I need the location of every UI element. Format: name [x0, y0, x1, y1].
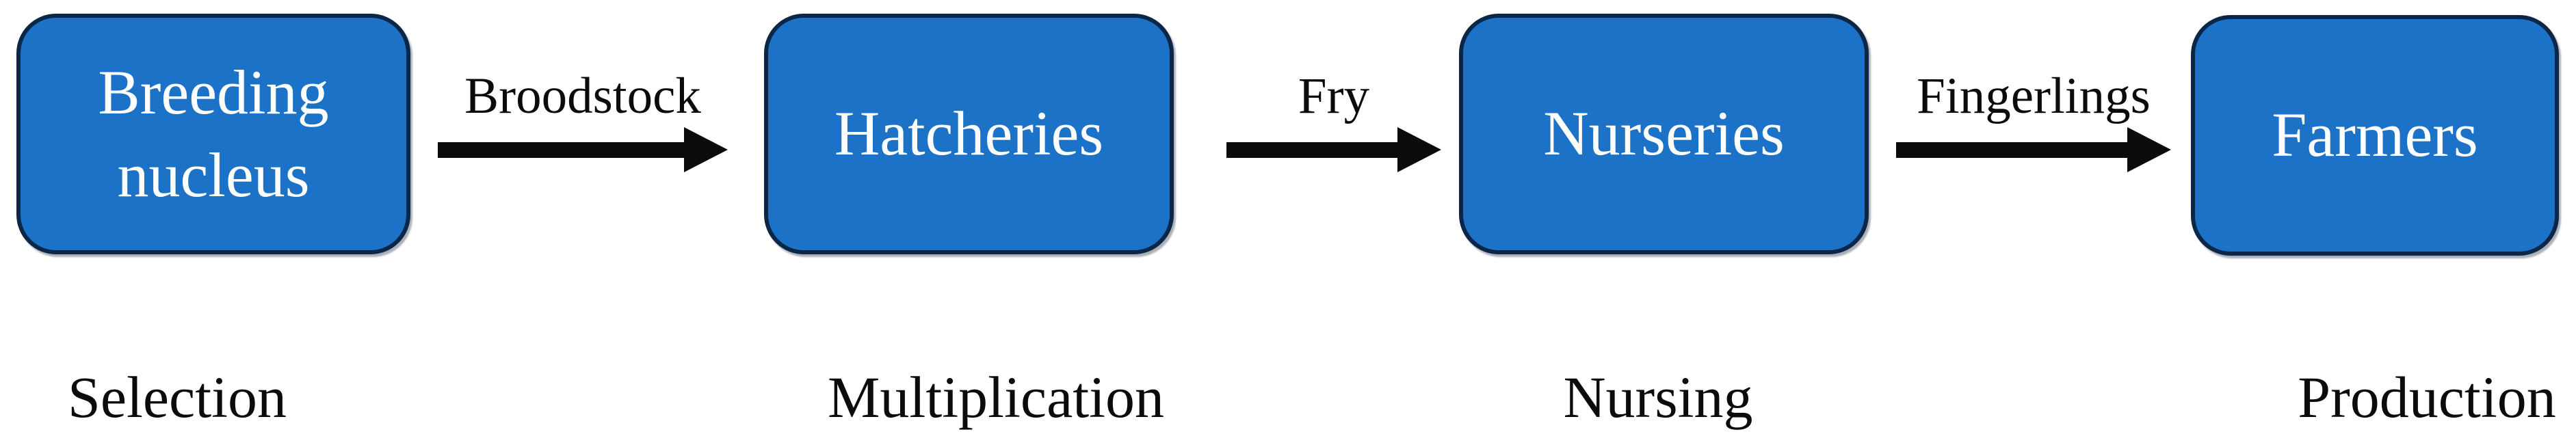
- stage-label-production: Production: [2298, 364, 2556, 430]
- arrow-label-fry: Fry: [1298, 68, 1370, 124]
- right-arrow-icon: [1896, 127, 2171, 172]
- stage-label-nursing: Nursing: [1563, 364, 1753, 430]
- arrow-shaft: [1226, 141, 1397, 158]
- node-farmers: Farmers: [2191, 15, 2559, 256]
- node-label: Nurseries: [1543, 98, 1785, 169]
- arrow-head: [1397, 127, 1441, 172]
- node-nurseries: Nurseries: [1459, 14, 1869, 254]
- stage-label-multiplication: Multiplication: [827, 364, 1165, 430]
- arrow-label-fingerlings: Fingerlings: [1917, 68, 2151, 124]
- arrow-shaft: [438, 141, 684, 158]
- stage-label-selection: Selection: [67, 364, 287, 430]
- node-label: Farmers: [2272, 100, 2478, 170]
- arrow-label-broodstock: Broodstock: [464, 68, 701, 124]
- node-label: Hatcheries: [834, 98, 1104, 169]
- flow-broodstock: Broodstock: [438, 70, 728, 172]
- arrow-head: [684, 127, 728, 172]
- flow-fingerlings: Fingerlings: [1896, 70, 2171, 172]
- flow-fry: Fry: [1226, 70, 1441, 172]
- right-arrow-icon: [1226, 127, 1441, 172]
- node-label: Breeding nucleus: [98, 57, 329, 210]
- right-arrow-icon: [438, 127, 728, 172]
- node-breeding-nucleus: Breeding nucleus: [16, 14, 410, 254]
- arrow-head: [2127, 127, 2171, 172]
- node-hatcheries: Hatcheries: [764, 14, 1174, 254]
- arrow-shaft: [1896, 141, 2127, 158]
